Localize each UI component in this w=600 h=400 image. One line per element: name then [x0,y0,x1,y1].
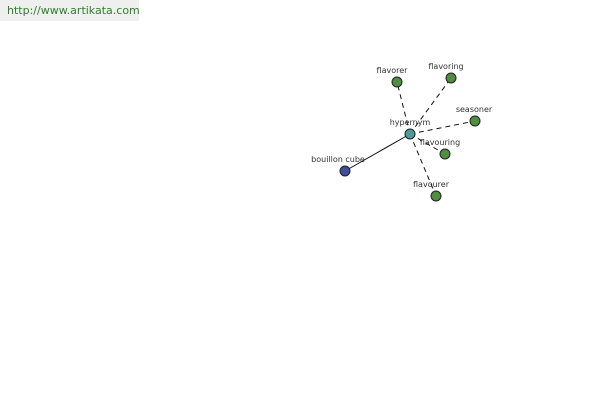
node-dot-seasoner[interactable] [469,115,481,127]
node-flavouring[interactable]: flavouring [420,138,460,160]
edge-flavouring [409,133,446,155]
node-bouillon-cube[interactable]: bouillon cube [311,155,365,177]
node-label-seasoner[interactable]: seasoner [456,105,493,114]
node-flavoring[interactable]: flavoring [428,62,464,84]
node-dot-flavouring[interactable] [439,148,451,160]
node-label-flavorer[interactable]: flavorer [377,66,409,75]
node-hypernym[interactable]: hypernym [390,118,431,140]
edge-flavourer [409,133,437,197]
node-dot-flavoring[interactable] [445,72,457,84]
node-dot-bouillon-cube[interactable] [339,165,351,177]
node-label-flavourer[interactable]: flavourer [413,180,450,189]
node-dot-hypernym[interactable] [404,128,416,140]
node-flavorer[interactable]: flavorer [377,66,409,88]
edge-bouillon-cube [344,133,411,172]
node-label-bouillon-cube[interactable]: bouillon cube [311,155,365,164]
node-seasoner[interactable]: seasoner [456,105,493,127]
node-dot-flavorer[interactable] [391,76,403,88]
graph-nodes: bouillon cube flavorer flavoring seasoner fl… [311,62,493,202]
node-dot-flavourer[interactable] [430,190,442,202]
site-url-banner[interactable]: http://www.artikata.com [0,0,140,21]
node-label-flavouring[interactable]: flavouring [420,138,460,147]
node-label-flavoring[interactable]: flavoring [428,62,463,71]
node-label-hypernym[interactable]: hypernym [390,118,431,127]
site-url-text[interactable]: http://www.artikata.com [7,4,140,17]
edge-flavoring [409,77,452,135]
graph-edges [344,77,476,197]
node-flavourer[interactable]: flavourer [413,180,450,202]
edge-seasoner [409,120,476,135]
